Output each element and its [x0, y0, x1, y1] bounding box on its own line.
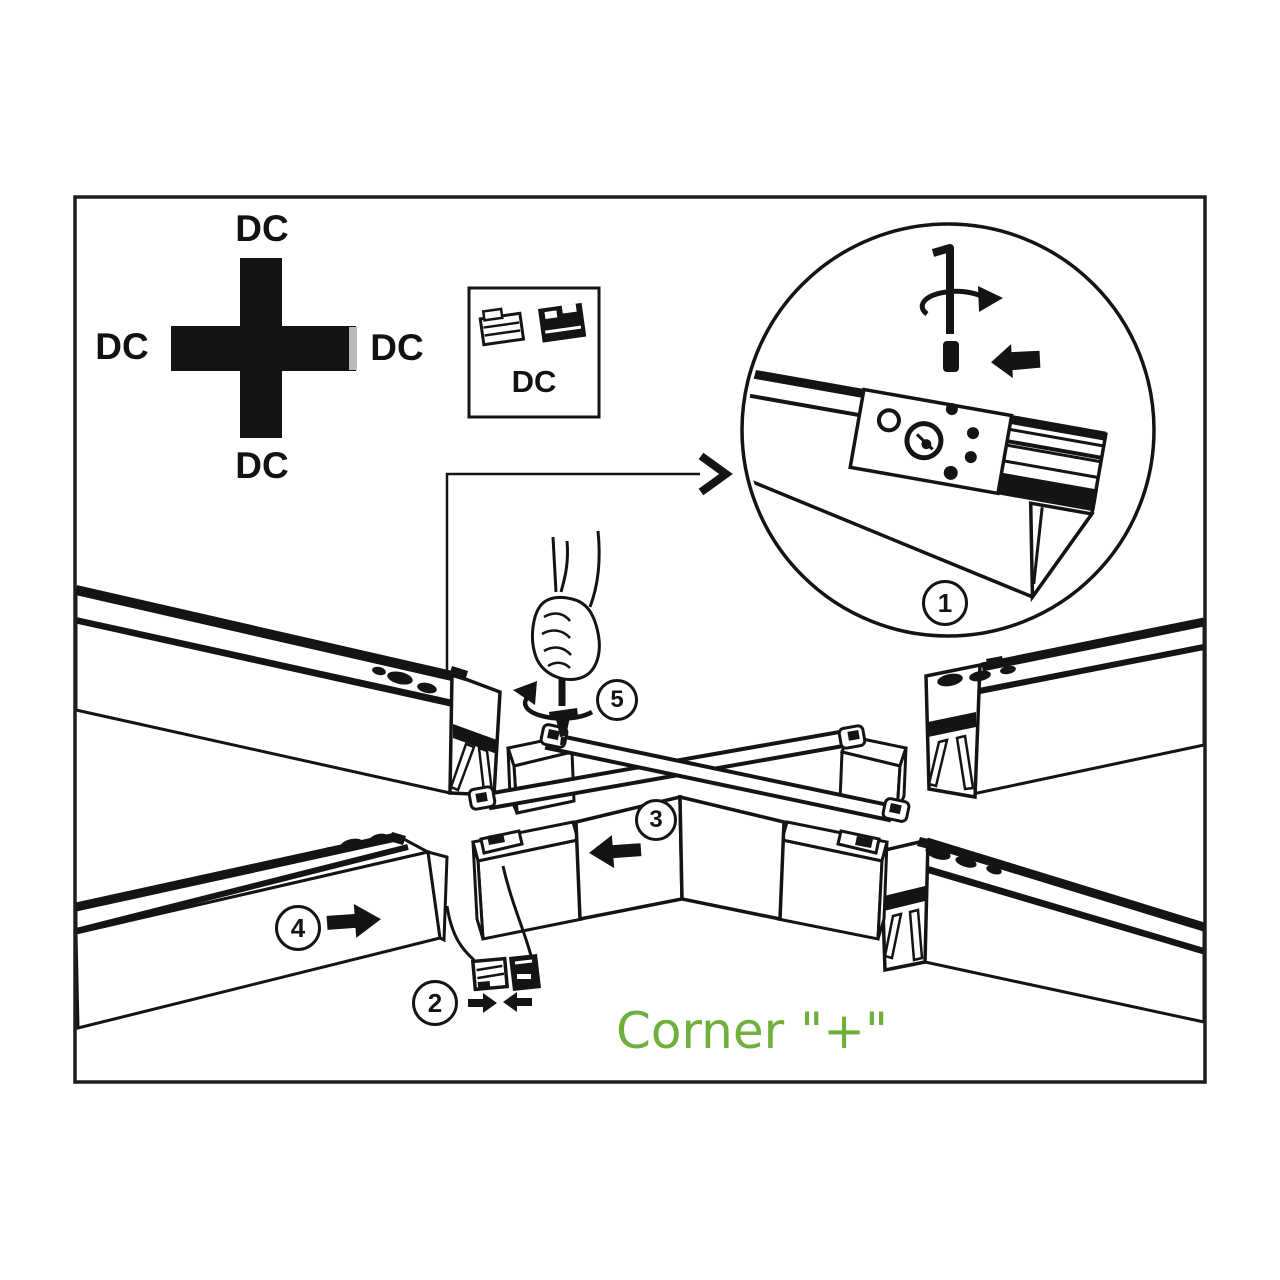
cross-end-cap: [349, 327, 357, 370]
step-1-badge: 1: [922, 580, 968, 626]
step-4-badge: 4: [275, 905, 321, 951]
step2-arrow-left-icon: [503, 992, 532, 1012]
step3-arrow-left-icon: [589, 835, 642, 869]
step2-arrow-right-icon: [468, 993, 497, 1013]
dc-box-label: DC: [511, 364, 557, 399]
connector-arm-front-right: [776, 820, 889, 941]
detail-callout-line: [445, 452, 733, 672]
dc-label-right: DC: [370, 327, 424, 368]
screw-holes: [943, 403, 980, 480]
cross-vertical-bar: [240, 258, 282, 438]
dc-label-bottom: DC: [235, 445, 289, 486]
dc-label-top: DC: [235, 208, 289, 249]
mounting-bracket-icon: [372, 666, 468, 694]
power-cable: [445, 865, 533, 962]
screwdriver-bit-icon: [931, 244, 959, 372]
rail-end-face: [426, 849, 449, 943]
plate-hole-icon: [876, 408, 901, 433]
cable-plug-white-icon: [470, 956, 510, 992]
step4-arrow-right-icon: [326, 903, 381, 938]
mounting-bracket-icon: [937, 656, 1016, 687]
dc-connector-box: [467, 286, 601, 419]
step-3-badge: 3: [635, 799, 677, 841]
cable-plug-black-icon: [509, 954, 541, 991]
joining-strap-b: [539, 723, 911, 823]
track-detail: [747, 368, 1108, 603]
mounting-bracket-icon: [917, 837, 1002, 875]
step-2-badge: 2: [412, 980, 458, 1026]
hand-with-screwdriver-icon: [513, 530, 601, 721]
rail-bottom-left: [74, 832, 449, 1030]
insert-left-arrow-icon: [991, 344, 1041, 379]
screw-icon: [549, 708, 578, 746]
callout-arrow-icon: [698, 452, 733, 496]
cross-connector-assembly: [467, 723, 911, 941]
rail-top-left: [74, 585, 502, 797]
detail-circle-view: [740, 222, 1156, 638]
diagram-caption: Corner "+": [616, 1002, 888, 1060]
plus-cross-pictogram: [171, 258, 357, 438]
rail-top-right: [924, 617, 1206, 800]
step-5-badge: 5: [596, 679, 638, 721]
connector-center-block: [574, 794, 786, 922]
connector-plug-black-icon: [537, 302, 587, 343]
connector-arm-front-left: [471, 820, 584, 941]
connector-plug-white-icon: [478, 307, 526, 347]
mounting-bracket-icon: [322, 832, 406, 856]
diagram-frame: [73, 195, 1207, 1084]
rail-bottom-right: [879, 837, 1206, 1024]
rotate-clockwise-arrow-icon: [919, 286, 1003, 317]
dc-label-left: DC: [95, 326, 149, 367]
